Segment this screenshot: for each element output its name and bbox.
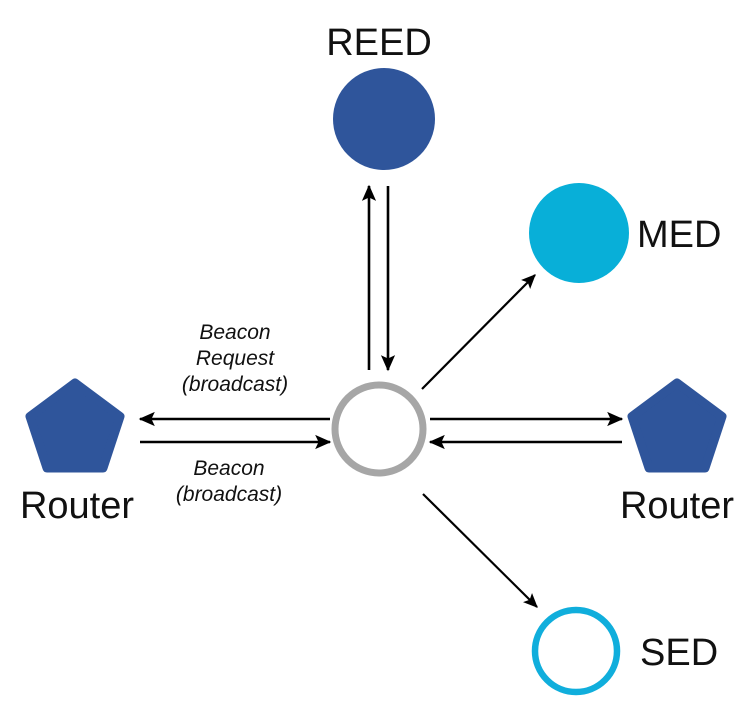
node-reed-circle[interactable] bbox=[333, 68, 435, 170]
edge-center-to-med bbox=[421, 274, 536, 390]
node-center-joiner-circle[interactable] bbox=[331, 381, 427, 477]
edge-label-beacon-request-line2: Request bbox=[196, 347, 275, 370]
node-sed-circle[interactable] bbox=[531, 606, 621, 696]
node-label-sed: SED bbox=[640, 632, 718, 674]
node-label-reed: REED bbox=[326, 22, 432, 64]
node-router-left-pentagon[interactable] bbox=[25, 378, 125, 473]
edge-label-beacon-request-line1: Beacon bbox=[199, 321, 270, 344]
edge-label-beacon-line2: (broadcast) bbox=[176, 483, 282, 506]
node-label-router-right: Router bbox=[620, 485, 734, 527]
edge-label-beacon-line1: Beacon bbox=[193, 457, 264, 480]
node-label-router-left: Router bbox=[20, 485, 134, 527]
node-router-right-pentagon[interactable] bbox=[627, 378, 727, 473]
node-med-circle[interactable] bbox=[529, 183, 629, 283]
edge-center-to-sed bbox=[422, 493, 538, 608]
node-label-med: MED bbox=[637, 214, 721, 256]
edge-label-beacon-request-line3: (broadcast) bbox=[182, 373, 288, 396]
